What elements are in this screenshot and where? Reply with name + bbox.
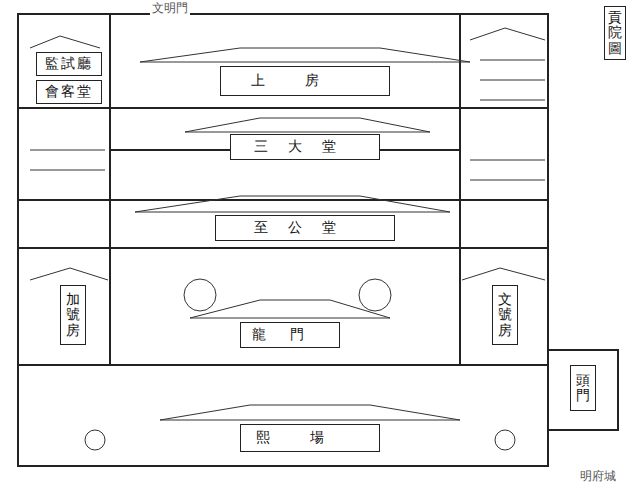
building-label: 龍門 bbox=[240, 322, 340, 348]
building-label: 三大堂 bbox=[230, 134, 380, 160]
building-label: 文號房 bbox=[492, 285, 518, 345]
building-name: 龍門 bbox=[252, 327, 328, 342]
title-text: 貢院圖 bbox=[608, 10, 622, 56]
building-name: 加號房 bbox=[66, 292, 80, 338]
building-name: 頭門 bbox=[576, 373, 590, 404]
building-name: 上房 bbox=[251, 73, 359, 88]
building-label: 加號房 bbox=[60, 285, 86, 345]
building-name: 會客堂 bbox=[45, 84, 93, 99]
building-label: 頭門 bbox=[570, 365, 596, 411]
building-name: 文號房 bbox=[498, 292, 512, 338]
building-label: 上房 bbox=[220, 66, 390, 96]
plan-note: 明府城 bbox=[578, 468, 618, 485]
building-label: 至公堂 bbox=[215, 215, 395, 241]
building-label: 熙場 bbox=[240, 424, 380, 452]
building-name: 熙場 bbox=[256, 430, 364, 445]
building-name: 三大堂 bbox=[254, 139, 356, 154]
title-box: 貢院圖 bbox=[604, 6, 626, 60]
building-name: 監試廳 bbox=[45, 56, 93, 71]
building-label: 會客堂 bbox=[36, 80, 102, 104]
building-name: 至公堂 bbox=[254, 220, 356, 235]
building-label: 監試廳 bbox=[36, 52, 102, 76]
plan-note: 文明門 bbox=[150, 0, 190, 17]
